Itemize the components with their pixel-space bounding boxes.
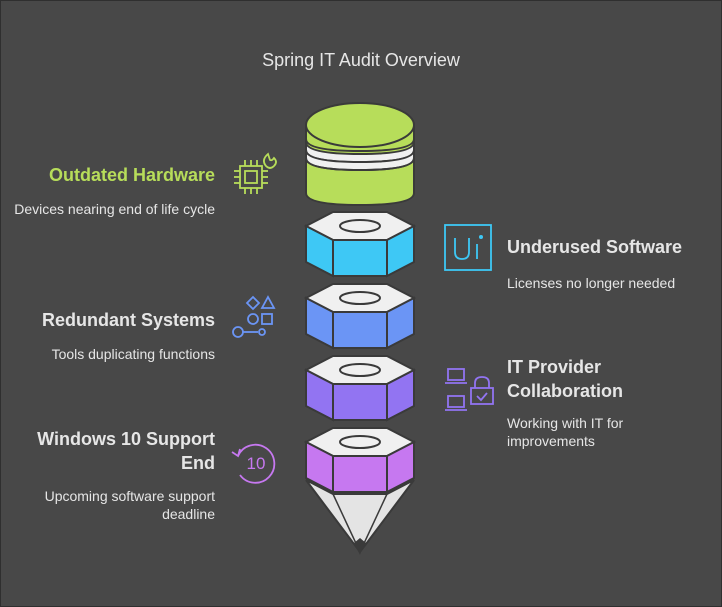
ui-letters-icon	[444, 224, 492, 271]
cpu-chip-icon	[234, 152, 277, 194]
shapes-icon	[232, 295, 276, 338]
desc-windows-10-support-end: Upcoming software support deadline	[44, 488, 215, 522]
hex-layer-windows-10	[303, 427, 417, 494]
diagram-title: Spring IT Audit Overview	[262, 50, 460, 70]
devices-lock-icon	[445, 368, 494, 411]
heading-underused-software: Underused Software	[507, 237, 683, 257]
desc-it-provider-collaboration: Working with IT for improvements	[507, 415, 624, 449]
top-cylinder	[305, 102, 415, 207]
desc-redundant-systems: Tools duplicating functions	[51, 346, 215, 362]
heading-windows-10-support-end: Windows 10 Support End	[37, 429, 215, 473]
hex-layer-underused-software	[303, 211, 417, 278]
cone-tip	[305, 479, 415, 555]
desc-outdated-hardware: Devices nearing end of life cycle	[14, 201, 215, 217]
heading-redundant-systems: Redundant Systems	[41, 310, 215, 330]
heading-outdated-hardware: Outdated Hardware	[48, 165, 215, 185]
svg-text:10: 10	[247, 454, 266, 473]
countdown-10-icon: 10	[231, 443, 276, 484]
desc-underused-software: Licenses no longer needed	[507, 275, 676, 291]
heading-it-provider-collaboration: IT Provider Collaboration	[507, 357, 623, 401]
hex-layer-redundant-systems	[303, 283, 417, 350]
hex-layer-it-provider	[303, 355, 417, 422]
